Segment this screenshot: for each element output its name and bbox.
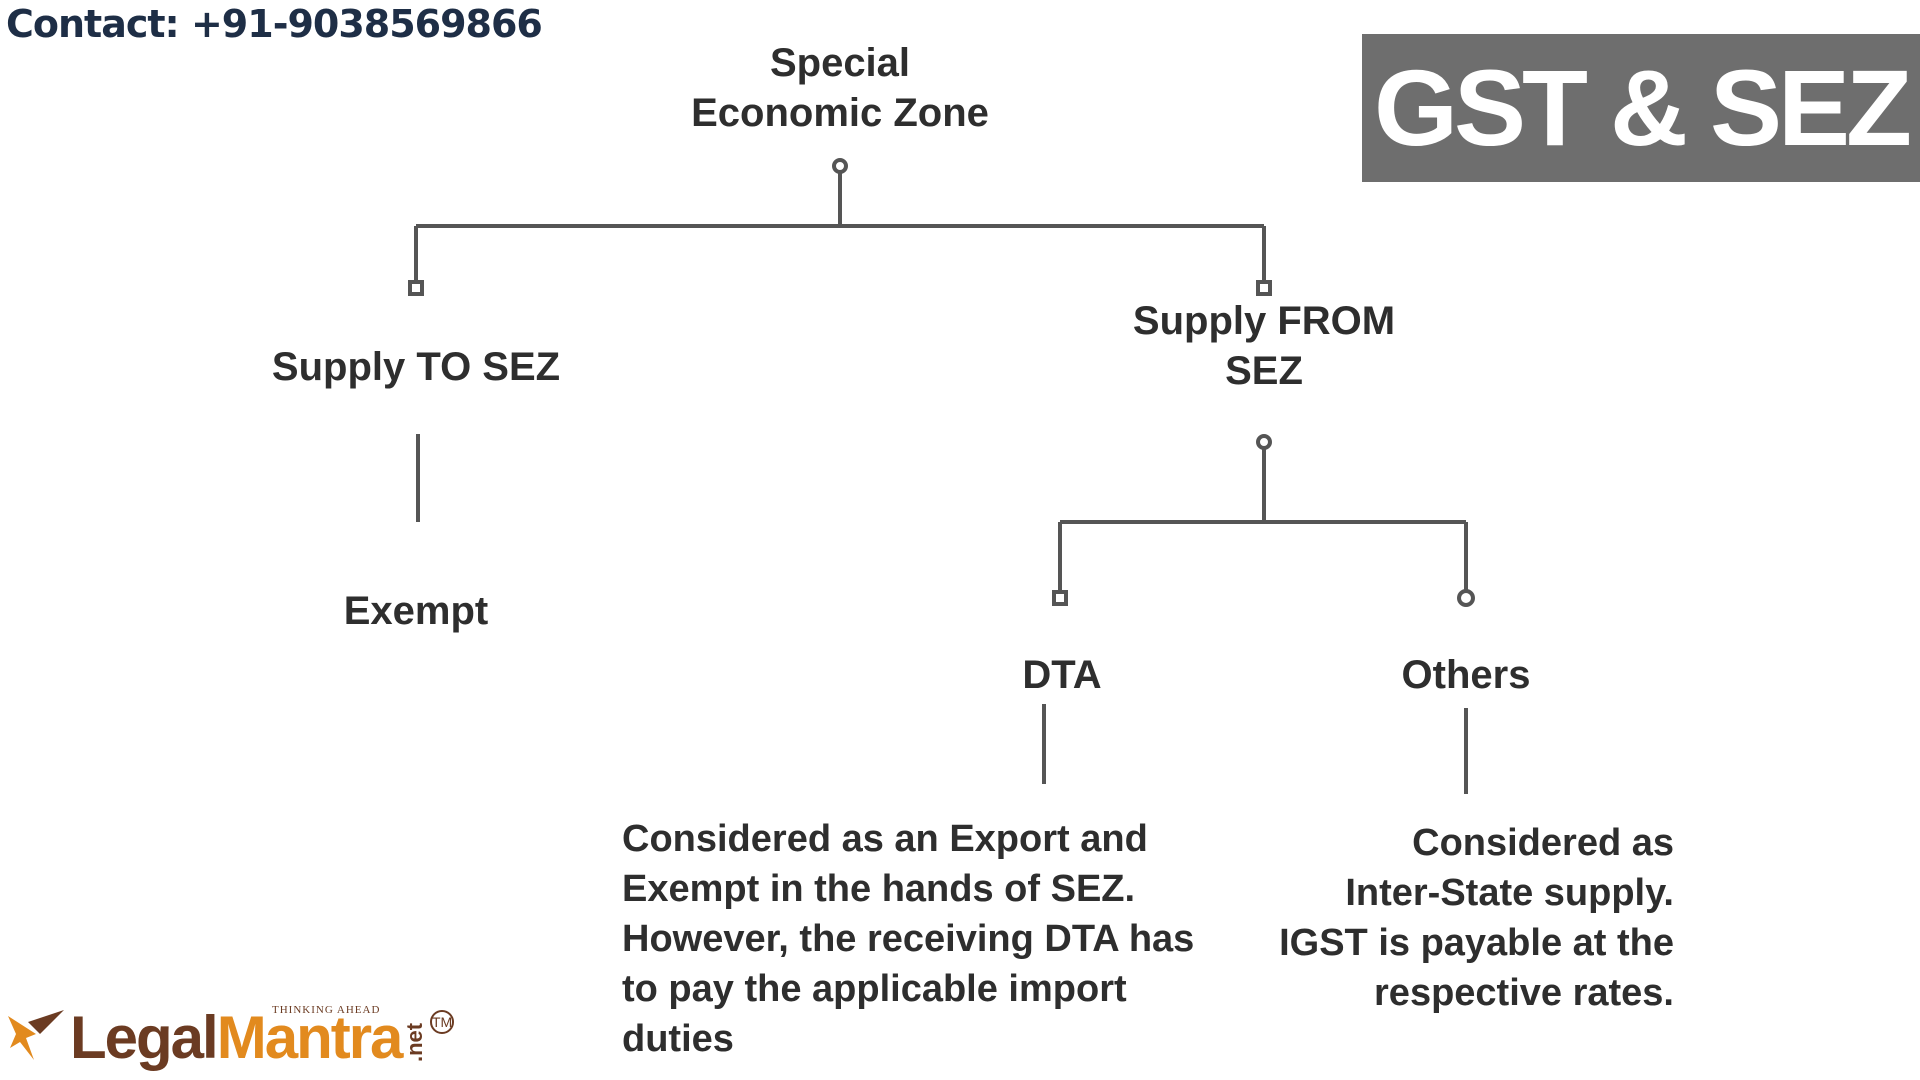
root-stem-dot: [832, 158, 848, 174]
logo-wordmark: LegalMantra: [70, 1002, 404, 1074]
bird-mark-icon: [8, 1010, 64, 1060]
node-special-economic-zone: Special Economic Zone: [691, 38, 989, 138]
dta-description-line-3: However, the receiving DTA has: [622, 918, 1195, 960]
node-supply-from-line-1: Supply FROM: [1132, 299, 1396, 343]
supply-from-drop-marker: [1256, 280, 1272, 296]
node-root-line-2: Economic Zone: [691, 91, 989, 135]
contact-number[interactable]: Contact: +91-9038569866: [6, 2, 543, 46]
node-supply-from-sez: Supply FROM SEZ: [1133, 296, 1395, 396]
node-exempt: Exempt: [343, 589, 489, 633]
node-supply-from-line-2: SEZ: [1225, 349, 1303, 393]
trademark-icon: TM: [430, 1010, 454, 1034]
others-description: Considered as Inter-State supply. IGST i…: [1254, 818, 1674, 1018]
logo-word-legal: Legal: [70, 1004, 219, 1071]
logo-word-mantra: Mantra: [216, 1004, 404, 1071]
dta-description: Considered as an Export and Exempt in th…: [622, 814, 1194, 1064]
dta-description-line-2: Exempt in the hands of SEZ.: [622, 868, 1136, 910]
dta-description-line-1: Considered as an Export and: [622, 818, 1148, 860]
dta-description-line-4: to pay the applicable import: [622, 968, 1127, 1010]
others-description-line-3: IGST is payable at the: [1279, 922, 1674, 964]
legalmantra-logo[interactable]: LegalMantra THINKING AHEAD .net TM: [6, 1000, 466, 1080]
logo-suffix: .net: [402, 1022, 427, 1062]
others-description-line-4: respective rates.: [1374, 972, 1674, 1014]
title-badge: GST & SEZ: [1362, 34, 1920, 182]
node-supply-to-sez: Supply TO SEZ: [271, 345, 561, 389]
supply-from-stem-dot: [1256, 434, 1272, 450]
supply-to-drop-marker: [408, 280, 424, 296]
node-dta: DTA: [1022, 653, 1102, 697]
node-others: Others: [1401, 653, 1531, 697]
others-drop-dot: [1457, 589, 1475, 607]
others-description-line-2: Inter-State supply.: [1345, 872, 1674, 914]
node-root-line-1: Special: [769, 41, 911, 85]
logo-tagline: THINKING AHEAD: [272, 1004, 381, 1016]
dta-drop-marker: [1052, 590, 1068, 606]
dta-description-line-5: duties: [622, 1018, 734, 1060]
others-description-line-1: Considered as: [1412, 822, 1674, 864]
